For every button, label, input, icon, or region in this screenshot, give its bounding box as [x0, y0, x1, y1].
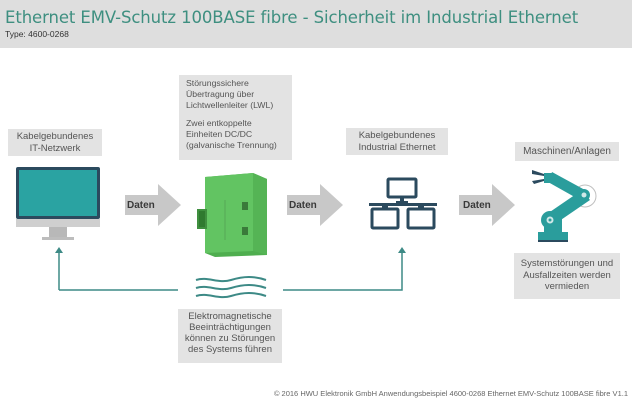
label-line: Kabelgebundenes [358, 130, 436, 141]
machines-label: Maschinen/Anlagen [515, 142, 619, 161]
it-network-label: Kabelgebundenes IT-Netzwerk [8, 129, 102, 156]
label-line: IT-Netzwerk [29, 142, 81, 154]
label-line: Industrial Ethernet [358, 141, 436, 153]
data-arrow-label-3: Daten [463, 200, 491, 211]
data-arrow-label-1: Daten [127, 200, 155, 211]
label-text: Maschinen/Anlagen [523, 146, 611, 157]
data-arrow-2 [287, 184, 343, 226]
network-topology-icon [369, 177, 437, 230]
result-box: Systemstörungen und Ausfallzeiten werden… [514, 253, 620, 299]
converter-info-box: Störungssichere Übertragung über Lichtwe… [179, 75, 292, 160]
info-line: Einheiten DC/DC [186, 129, 253, 139]
info-line: Übertragung über [186, 89, 255, 99]
label-line: Kabelgebundenes [16, 131, 94, 142]
result-line: Ausfallzeiten werden [523, 269, 611, 281]
industrial-ethernet-label: Kabelgebundenes Industrial Ethernet [346, 128, 448, 155]
emi-line: Elektromagnetische [188, 311, 272, 322]
monitor-icon [16, 167, 100, 240]
fiber-converter-device-icon [197, 173, 267, 257]
info-line: Zwei entkoppelte [186, 118, 252, 128]
em-wave-icon [195, 276, 267, 299]
header-bar: Ethernet EMV-Schutz 100BASE fibre - Sich… [0, 0, 632, 48]
data-arrow-1 [125, 184, 181, 226]
robot-arm-icon [532, 170, 597, 242]
emi-line: können zu Störungen [184, 333, 276, 344]
data-arrow-label-2: Daten [289, 200, 317, 211]
info-line: Lichtwellenleiter (LWL) [186, 100, 274, 110]
info-line: Störungssichere [186, 78, 249, 88]
emi-line: des Systems führen [188, 344, 272, 355]
footer-copyright: © 2016 HWU Elektronik GmbH Anwendungsbei… [273, 389, 628, 398]
result-line: Systemstörungen und [520, 258, 614, 269]
data-arrow-3 [459, 184, 515, 226]
emi-description-box: Elektromagnetische Beeinträchtigungen kö… [178, 309, 282, 363]
info-line: (galvanische Trennung) [186, 140, 277, 150]
page-title: Ethernet EMV-Schutz 100BASE fibre - Sich… [5, 8, 579, 27]
type-number: Type: 4600-0268 [5, 29, 69, 39]
emi-line: Beeinträchtigungen [189, 322, 271, 333]
result-line: vermieden [544, 281, 590, 292]
